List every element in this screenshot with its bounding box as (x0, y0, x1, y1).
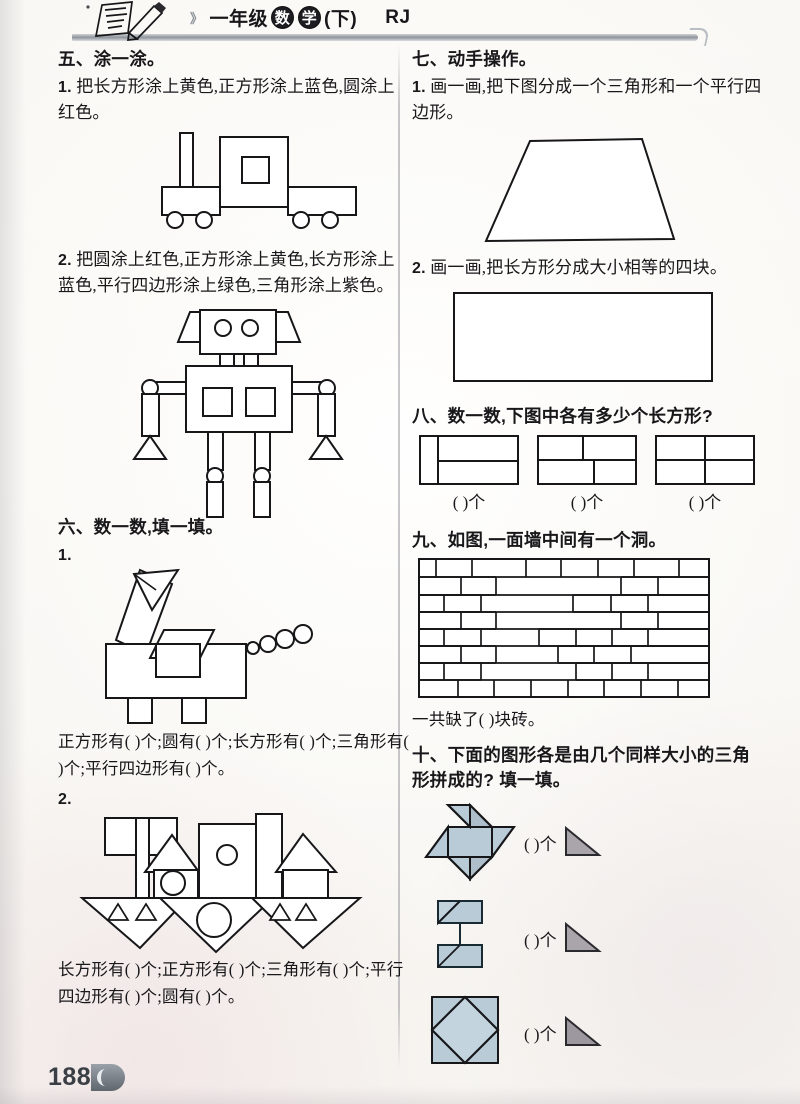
q-number: 1. (58, 79, 72, 96)
header-chevron-icon: 》 (190, 11, 204, 26)
truck-figure (158, 129, 410, 229)
section-10-row-3: ( )个 (424, 993, 764, 1071)
rect-split-2: ( )个 (536, 434, 638, 513)
header-grade: 一年级 (209, 9, 269, 30)
logo-char-xue: 学 (298, 6, 322, 29)
header-rule (72, 34, 698, 41)
trapezoid-figure[interactable] (458, 135, 764, 245)
logo-char-shu: 数 (271, 6, 295, 29)
boat-figure (74, 812, 410, 954)
page-number: 188 (40, 1063, 126, 1092)
giraffe-figure (86, 566, 410, 726)
robot-figure (128, 304, 410, 518)
page-left-shadow (0, 0, 26, 1104)
section-7-q2: 2. 画一画,把长方形分成大小相等的四块。 (412, 255, 764, 281)
pinwheel-figure (424, 801, 516, 883)
page-number-text: 188 (48, 1063, 92, 1091)
section-6-q1-number: 1. (58, 547, 72, 564)
section-5-q2: 2. 把圆涂上红色,正方形涂上黄色,长方形涂上蓝色,平行四边形涂上绿色,三角形涂… (58, 247, 410, 298)
page-bottom-shadow (0, 1086, 800, 1104)
zigzag-answer[interactable]: ( )个 (524, 930, 557, 950)
zigzag-figure (424, 897, 516, 979)
header-edition: RJ (385, 6, 411, 28)
rect-split-2-answer[interactable]: ( )个 (570, 493, 604, 512)
rect-split-3-answer[interactable]: ( )个 (688, 493, 722, 512)
reference-triangle-icon-1 (564, 825, 602, 856)
diamond-square-answer[interactable]: ( )个 (524, 1024, 557, 1044)
reference-triangle-icon-2 (564, 921, 602, 952)
q-number: 2. (58, 252, 72, 269)
q-number: 1. (412, 79, 426, 96)
rect-split-3: ( )个 (654, 434, 756, 513)
left-column: 五、涂一涂。 1. 把长方形涂上黄色,正方形涂上蓝色,圆涂上红色。 2. 把圆涂… (58, 46, 410, 1010)
section-8-heading: 八、数一数,下图中各有多少个长方形? (412, 406, 713, 426)
pinwheel-answer[interactable]: ( )个 (524, 834, 557, 854)
section-6-heading: 六、数一数,填一填。 (58, 517, 224, 537)
section-10-row-1: ( )个 (424, 801, 764, 883)
right-column: 七、动手操作。 1. 画一画,把下图分成一个三角形和一个平行四边形。 2. 画一… (412, 46, 764, 1071)
section-6-q2-number: 2. (58, 791, 72, 808)
header-volume: (下) (324, 9, 358, 30)
section-8-figures: ( )个 ( )个 ( )个 (418, 434, 764, 513)
q-text: 画一画,把长方形分成大小相等的四块。 (430, 258, 728, 277)
q-text: 把圆涂上红色,正方形涂上黄色,长方形涂上蓝色,平行四边形涂上绿色,三角形涂上紫色… (58, 250, 395, 295)
q-number: 2. (412, 260, 426, 277)
rectangle-figure[interactable] (450, 289, 764, 385)
section-10-heading: 十、下面的图形各是由几个同样大小的三角形拼成的? 填一填。 (412, 745, 751, 790)
section-7-heading: 七、动手操作。 (412, 49, 537, 69)
reference-triangle-icon-3 (564, 1015, 602, 1046)
page-number-tab-icon (91, 1064, 126, 1091)
section-9-heading: 九、如图,一面墙中间有一个洞。 (412, 530, 667, 550)
page-header: 》 一年级 数 学 (下) RJ (0, 0, 800, 46)
diamond-square-figure (424, 993, 516, 1071)
section-5-q1: 1. 把长方形涂上黄色,正方形涂上蓝色,圆涂上红色。 (58, 74, 410, 125)
header-title: 》 一年级 数 学 (下) RJ (190, 4, 411, 31)
section-6-q2-blanks[interactable]: 长方形有( )个;正方形有( )个;三角形有( )个;平行四边形有( )个;圆有… (58, 960, 404, 1006)
section-9-blank[interactable]: 一共缺了( )块砖。 (412, 710, 545, 729)
column-divider (398, 44, 400, 1068)
rect-split-1-answer[interactable]: ( )个 (452, 493, 486, 512)
q-text: 画一画,把下图分成一个三角形和一个平行四边形。 (412, 77, 762, 122)
section-7-q1: 1. 画一画,把下图分成一个三角形和一个平行四边形。 (412, 74, 764, 125)
pencil-note-icon (86, 1, 166, 41)
section-5-heading: 五、涂一涂。 (58, 49, 165, 69)
rect-split-1: ( )个 (418, 434, 520, 513)
section-6-q1-blanks[interactable]: 正方形有( )个;圆有( )个;长方形有( )个;三角形有( )个;平行四边形有… (58, 732, 410, 778)
section-10-row-2: ( )个 (424, 897, 764, 979)
q-text: 把长方形涂上黄色,正方形涂上蓝色,圆涂上红色。 (58, 77, 395, 122)
brick-wall-figure (416, 556, 764, 700)
